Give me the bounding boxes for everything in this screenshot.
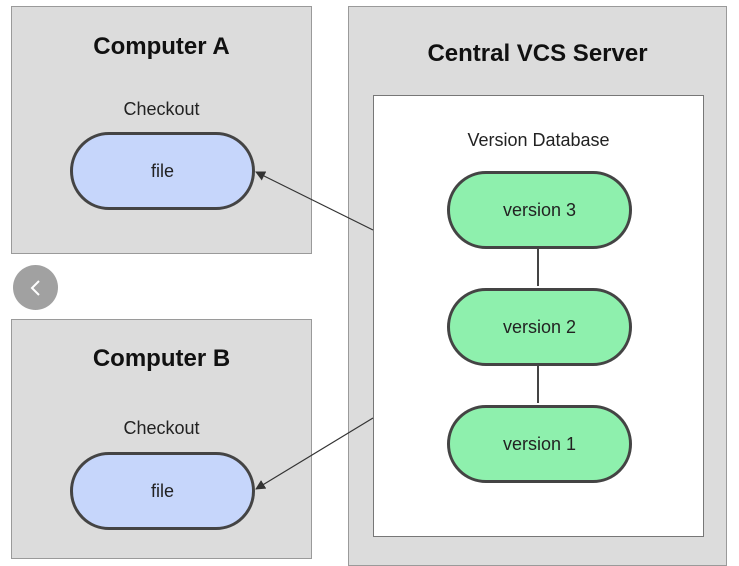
version-3-label: version 3: [502, 199, 577, 220]
chevron-left-icon: [30, 279, 40, 296]
computer-a-checkout-label: Checkout: [123, 99, 200, 119]
computer-a-box: Computer A Checkout file: [11, 6, 312, 254]
computer-a-file-label: file: [150, 160, 174, 181]
version-1-node: version 1: [447, 405, 632, 483]
computer-b-file: file: [70, 452, 255, 530]
computer-b-file-label: file: [150, 480, 174, 501]
version-2-node: version 2: [447, 288, 632, 366]
version-database-label: Version Database: [467, 130, 610, 150]
server-title: Central VCS Server: [427, 40, 648, 67]
computer-b-box: Computer B Checkout file: [11, 319, 312, 559]
version-database-box: Version Database version 3 version 2 ver…: [373, 95, 704, 537]
central-vcs-server-box: Central VCS Server Version Database vers…: [348, 6, 727, 566]
computer-b-checkout-label: Checkout: [123, 418, 200, 438]
previous-slide-button[interactable]: [13, 265, 58, 310]
version-2-label: version 2: [502, 316, 577, 337]
computer-b-title: Computer B: [92, 345, 231, 372]
version-1-label: version 1: [502, 433, 577, 454]
computer-a-file: file: [70, 132, 255, 210]
computer-a-title: Computer A: [93, 33, 230, 60]
version-3-node: version 3: [447, 171, 632, 249]
